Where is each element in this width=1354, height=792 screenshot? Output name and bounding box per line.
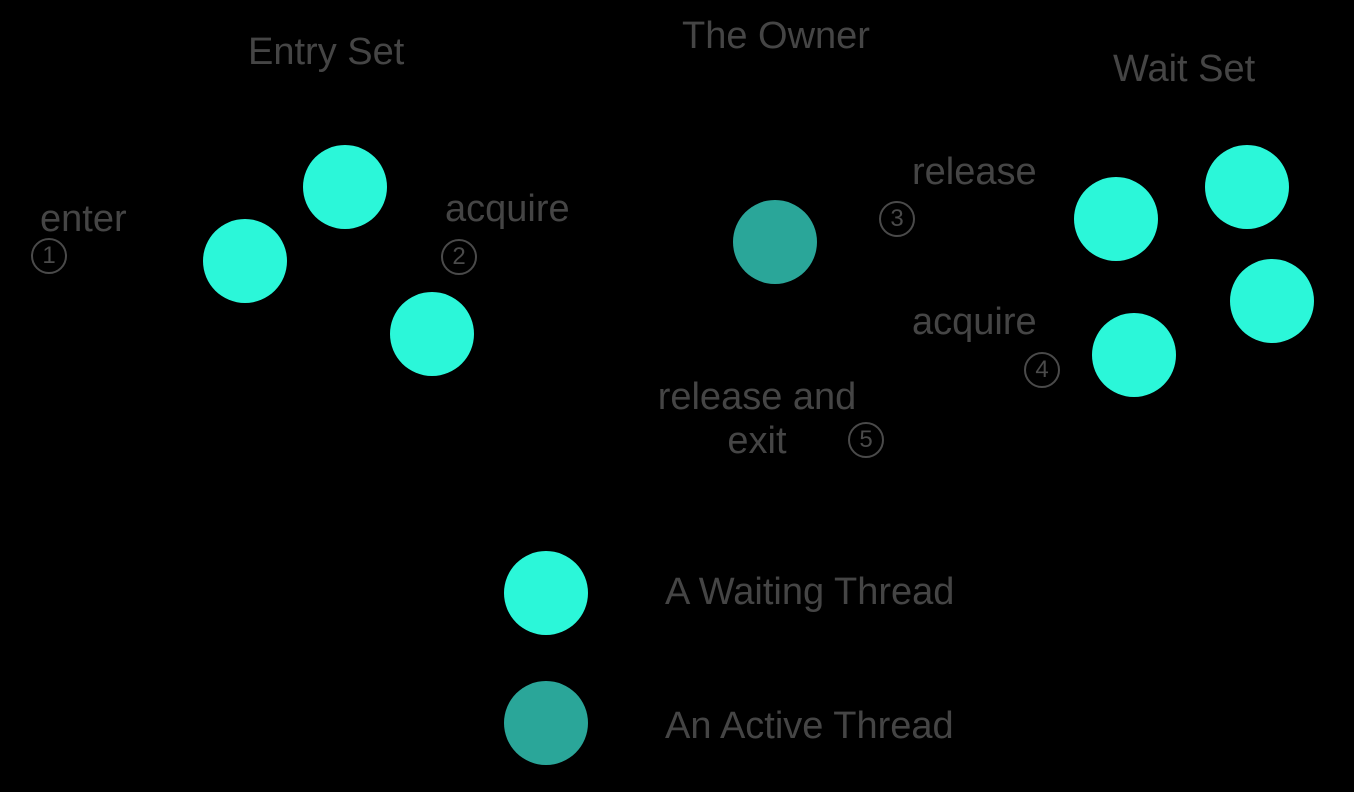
step-5-label: release and exit [607, 375, 907, 463]
step-3-number-badge: 3 [879, 201, 915, 237]
step-2-label: acquire [445, 188, 570, 230]
wait-set-waiting-thread-circle [1074, 177, 1158, 261]
legend-waiting-thread-circle [504, 551, 588, 635]
wait-set-waiting-thread-circle [1205, 145, 1289, 229]
entry-set-waiting-thread-circle [203, 219, 287, 303]
legend-waiting-thread-label: A Waiting Thread [665, 571, 955, 613]
entry-set-waiting-thread-circle [303, 145, 387, 229]
wait-set-waiting-thread-circle [1092, 313, 1176, 397]
step-5-label-line2: exit [727, 420, 787, 462]
legend-active-thread-circle [504, 681, 588, 765]
step-2-number-badge: 2 [441, 239, 477, 275]
entry-set-title: Entry Set [248, 31, 405, 73]
owner-active-thread-circle [733, 200, 817, 284]
step-5-number-badge: 5 [848, 422, 884, 458]
step-4-number-badge: 4 [1024, 352, 1060, 388]
step-1-label: enter [40, 198, 127, 240]
entry-set-waiting-thread-circle [390, 292, 474, 376]
step-5-label-line1: release and [657, 376, 857, 418]
wait-set-title: Wait Set [1113, 48, 1256, 90]
wait-set-waiting-thread-circle [1230, 259, 1314, 343]
step-4-label: acquire [912, 301, 1037, 343]
step-3-label: release [912, 151, 1037, 193]
step-1-number-badge: 1 [31, 238, 67, 274]
legend-active-thread-label: An Active Thread [665, 705, 954, 747]
owner-title: The Owner [682, 15, 870, 57]
